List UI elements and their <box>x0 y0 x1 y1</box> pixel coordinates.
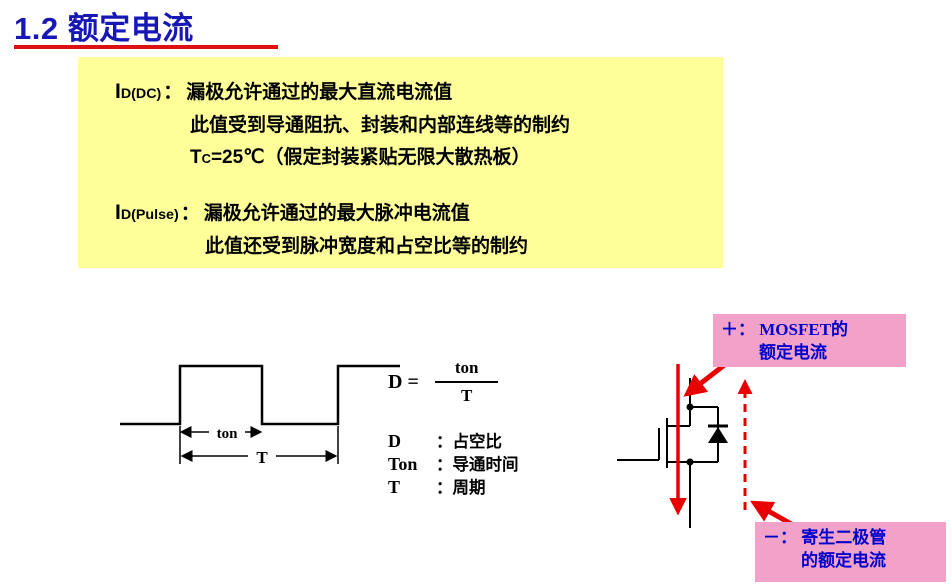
diode-current-callout-line2: 的额定电流 <box>801 551 886 570</box>
id-dc-term: ID(DC) <box>115 80 162 103</box>
legend-row-period: T ：周期 <box>388 477 486 497</box>
pulse-waveform-diagram: ton T <box>120 364 400 467</box>
legend-row-duty: D ：占空比 <box>388 431 502 451</box>
formula-lhs: D = <box>388 370 419 393</box>
id-pulse-line1: ID(Pulse)：漏极允许通过的最大脉冲电流值 <box>115 201 470 224</box>
title-underline <box>14 45 278 49</box>
symbol-legend: D ：占空比 Ton ：导通时间 T ：周期 <box>388 428 519 497</box>
formula-denominator: T <box>460 386 473 405</box>
id-dc-line3: TC=25℃（假定封装紧贴无限大散热板） <box>190 147 531 168</box>
pulse-train <box>120 364 400 426</box>
node-dot-drain <box>686 403 694 411</box>
node-dot-source <box>686 458 694 466</box>
legend-row-ton: Ton ：导通时间 <box>388 454 519 474</box>
id-dc-line2: 此值受到导通阻抗、封装和内部连线等的制约 <box>190 115 571 136</box>
id-pulse-line2: 此值还受到脉冲宽度和占空比等的制约 <box>205 236 529 257</box>
rating-info-box: ID(DC)：漏极允许通过的最大直流电流值 此值受到导通阻抗、封装和内部连线等的… <box>78 57 723 268</box>
period-dimension <box>179 426 339 464</box>
page-title: 1.2 额定电流 <box>14 11 194 46</box>
id-pulse-entry: ID(Pulse)：漏极允许通过的最大脉冲电流值 此值还受到脉冲宽度和占空比等的… <box>115 197 713 263</box>
ton-label: ton <box>217 426 238 442</box>
mosfet-current-callout: ＋： MOSFET的 额定电流 <box>713 314 906 367</box>
id-dc-entry: ID(DC)：漏极允许通过的最大直流电流值 此值受到导通阻抗、封装和内部连线等的… <box>115 76 713 175</box>
diode-current-callout-line1: －： 寄生二极管 <box>763 528 887 547</box>
diode-current-callout: －： 寄生二极管 的额定电流 <box>755 522 946 582</box>
body-diode <box>690 406 728 463</box>
mosfet-current-callout-line1: ＋： MOSFET的 <box>721 320 849 339</box>
duty-cycle-formula: D = ton T <box>388 358 499 406</box>
formula-numerator: ton <box>434 358 499 383</box>
formula-fraction: ton T <box>434 358 499 406</box>
mosfet-current-callout-line2: 额定电流 <box>759 343 827 362</box>
id-dc-line1: ID(DC)：漏极允许通过的最大直流电流值 <box>115 80 453 103</box>
id-pulse-term: ID(Pulse) <box>115 201 179 224</box>
period-label: T <box>256 448 268 467</box>
